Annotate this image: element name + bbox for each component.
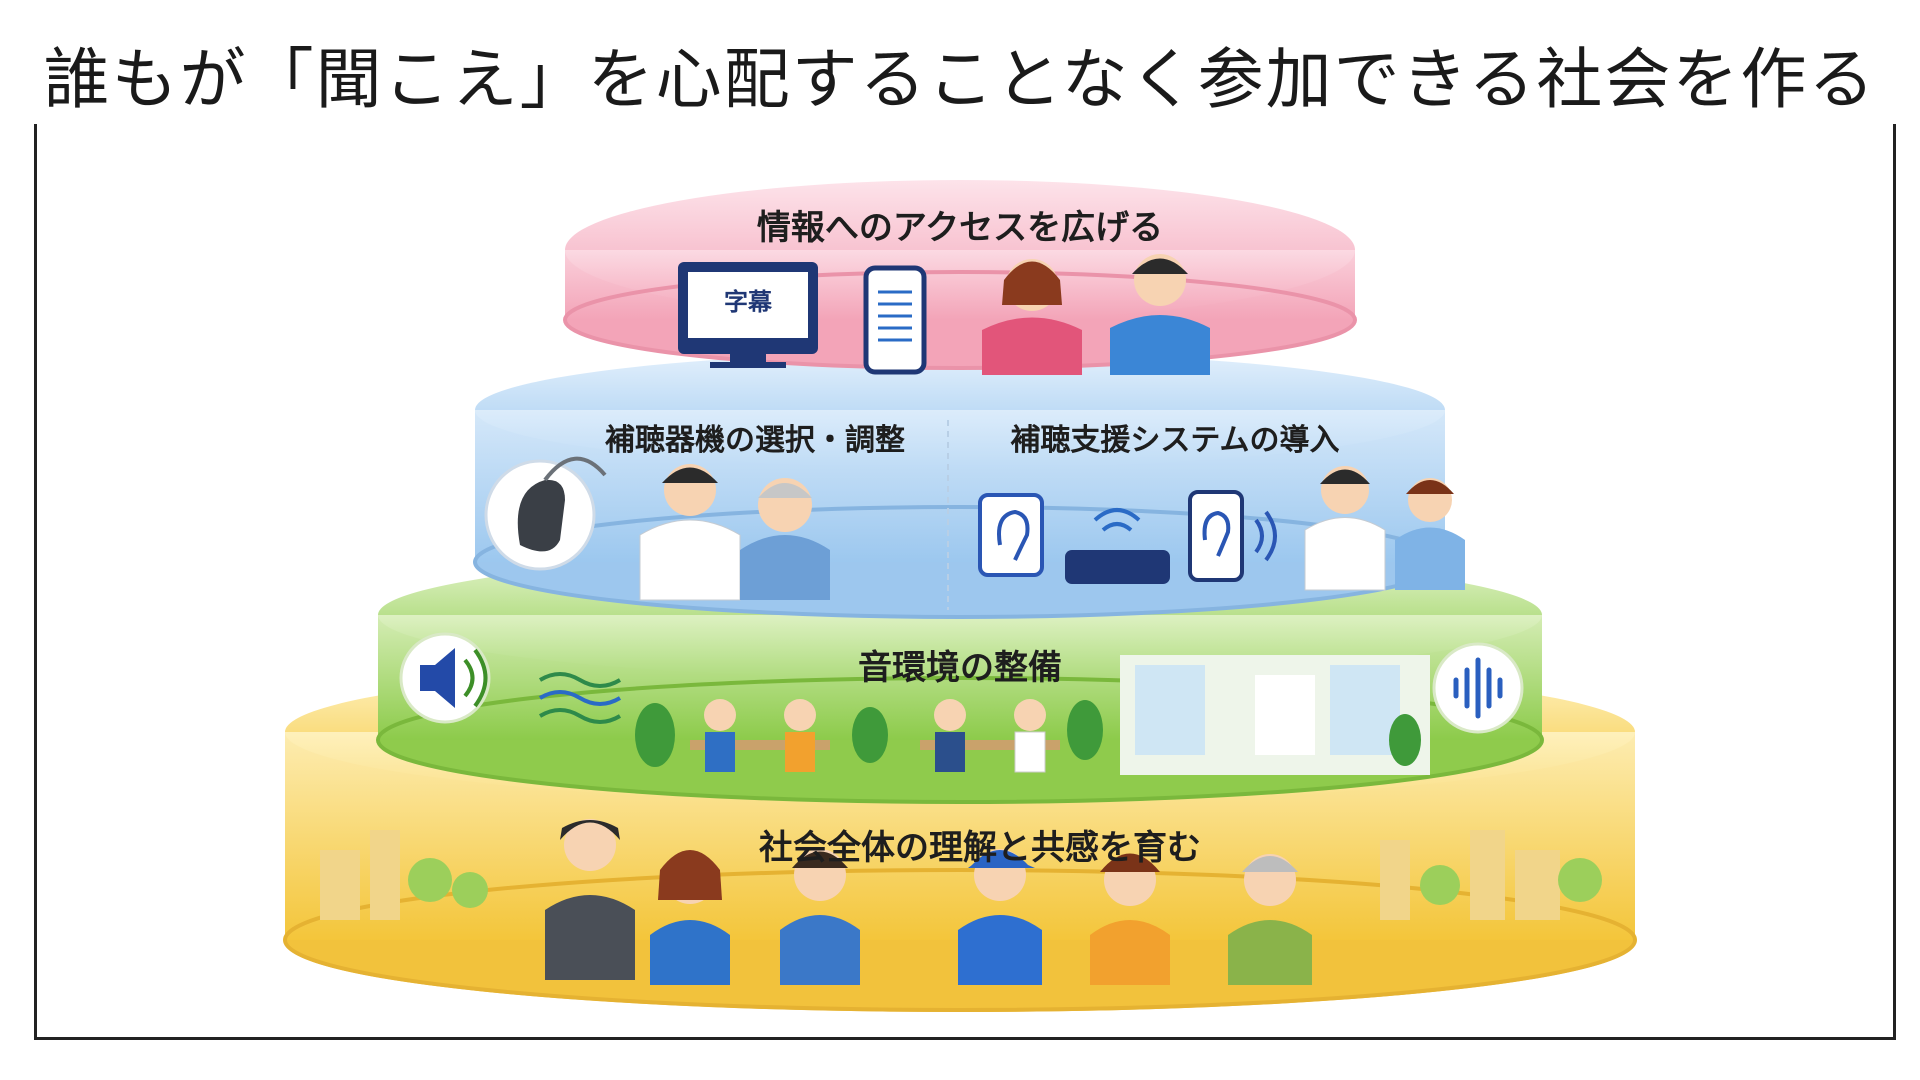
main-title-wrap: 誰もが「聞こえ」を心配することなく参加できる社会を作る <box>0 36 1920 124</box>
audio-level-icon <box>1432 642 1524 734</box>
person-business-icon <box>545 819 635 980</box>
person-woman-orange-icon <box>1090 853 1170 985</box>
tier-1-label: 情報へのアクセスを広げる <box>756 208 1164 248</box>
audiologist-fitting-icon <box>639 464 830 601</box>
sound-wave-icon <box>538 672 622 724</box>
tree-icon <box>408 858 1602 908</box>
tier-2-label-right: 補聴支援システムの導入 <box>1010 423 1340 458</box>
tablet-icon <box>863 265 927 375</box>
sign-language-woman-icon <box>982 259 1082 375</box>
tv-caption-text: 字幕 <box>724 288 773 316</box>
main-title: 誰もが「聞こえ」を心配することなく参加できる社会を作る <box>17 36 1903 124</box>
hearing-aid-icon <box>484 456 607 571</box>
plant-icon <box>635 700 1421 767</box>
tier-4-label: 社会全体の理解と共感を育む <box>759 828 1201 868</box>
tier-3-label: 音環境の整備 <box>858 648 1062 688</box>
tier-2-label-left: 補聴器機の選択・調整 <box>605 423 905 458</box>
city-skyline-icon <box>320 830 1560 920</box>
person-man-blue-icon <box>780 849 860 985</box>
meeting-room-icon <box>1120 655 1430 775</box>
sign-language-man-icon <box>1110 254 1210 375</box>
staff-with-microphone-icon <box>1304 466 1465 591</box>
speaker-icon <box>399 632 491 724</box>
person-elderly-man-icon <box>1228 854 1312 985</box>
cafe-table-group-icon <box>690 699 1060 773</box>
caption-tv-icon: 字幕 <box>678 262 818 368</box>
person-worker-cap-icon <box>958 849 1042 985</box>
tier-hearing-devices <box>473 352 1465 619</box>
ear-card-icon <box>978 493 1044 577</box>
wifi-router-icon <box>1065 508 1170 584</box>
tier-sound-environment <box>376 551 1544 804</box>
tier-information-access: 字幕 <box>563 180 1357 375</box>
person-woman-blue-icon <box>650 850 730 985</box>
smartphone-ear-icon <box>1188 490 1277 582</box>
